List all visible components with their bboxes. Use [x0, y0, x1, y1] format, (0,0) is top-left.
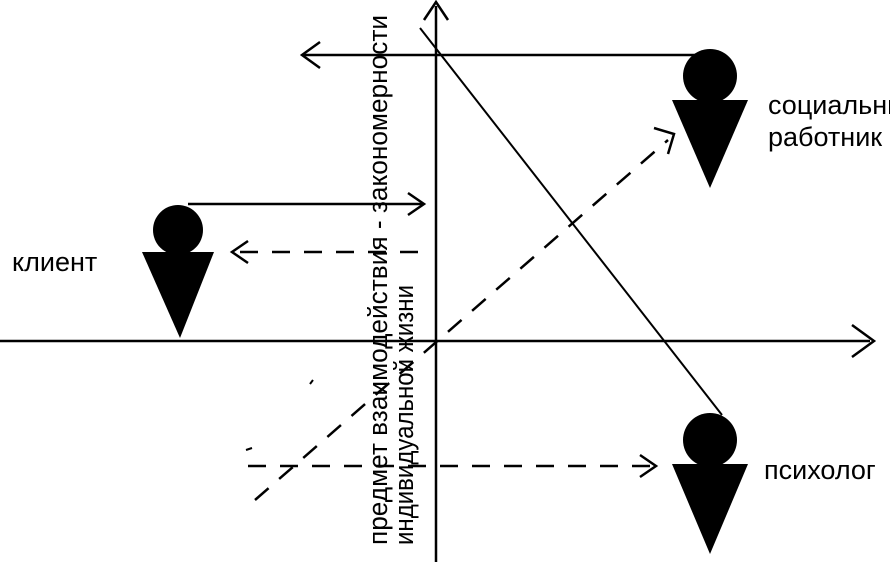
- social-worker-label-line2: работник: [768, 122, 882, 152]
- axis-caption: предмет взаимодействия - закономерности …: [363, 15, 419, 545]
- client-dashed-arrowhead: [229, 239, 249, 265]
- axes: [0, 0, 877, 562]
- psychologist-label: психолог: [764, 455, 876, 485]
- dashed-diagonal-line: [254, 139, 669, 501]
- stray-mark: [309, 379, 314, 385]
- person-figure-icon: [142, 205, 214, 338]
- psychologist-dashed-arrowhead: [639, 453, 659, 479]
- vertical-axis-arrowhead: [422, 0, 450, 21]
- social-worker-label-line1: социальный: [768, 90, 890, 120]
- horizontal-axis-arrowhead: [851, 323, 877, 359]
- client-solid-arrowhead: [407, 191, 427, 217]
- stray-mark: [245, 447, 253, 451]
- client-label: клиент: [12, 247, 97, 277]
- dashed-diagonal-arrowhead: [653, 126, 676, 155]
- axis-caption-line1: предмет взаимодействия - закономерности: [363, 15, 393, 545]
- person-figure-icon: [672, 413, 748, 554]
- axis-caption-line2: индивидуальной жизни: [389, 285, 419, 545]
- person-figure-icon: [672, 49, 748, 188]
- social-worker-solid-arrowhead: [299, 40, 321, 70]
- solid-diagonal-line: [419, 27, 723, 416]
